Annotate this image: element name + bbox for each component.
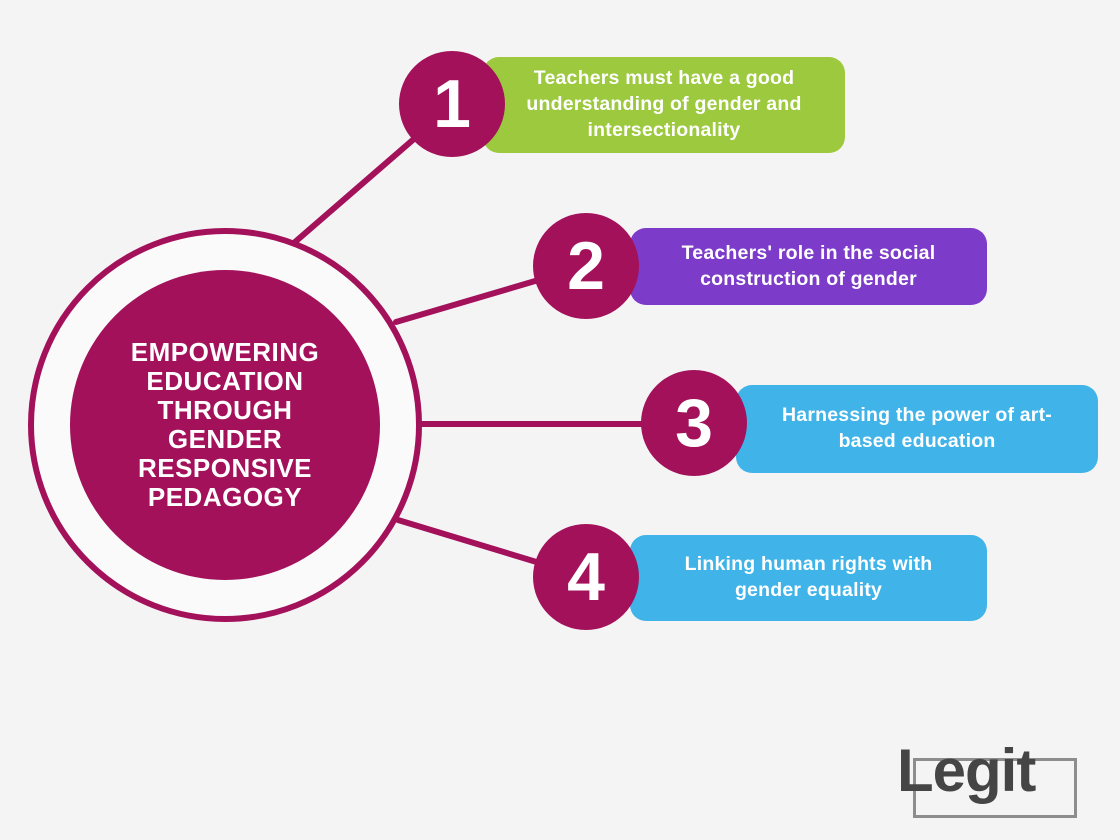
central-title: EMPOWERING EDUCATION THROUGH GENDER RESP… (130, 336, 320, 513)
legit-logo-box (913, 758, 1077, 818)
item-2-bar: Teachers' role in the social constructio… (630, 228, 987, 305)
item-4-bar: Linking human rights with gender equalit… (630, 535, 987, 621)
item-4-number: 4 (567, 539, 605, 615)
item-3-number-badge: 3 (641, 370, 747, 476)
item-2-number-badge: 2 (533, 213, 639, 319)
item-1-label: Teachers must have a good understanding … (526, 67, 802, 141)
central-title-line: THROUGH (157, 394, 293, 425)
item-4-number-badge: 4 (533, 524, 639, 630)
item-2-number: 2 (567, 228, 605, 304)
central-title-line: GENDER (167, 424, 283, 454)
central-circle: EMPOWERING EDUCATION THROUGH GENDER RESP… (70, 270, 380, 580)
item-1-number: 1 (433, 66, 471, 142)
item-3-label: Harnessing the power of art-based educat… (782, 404, 1052, 452)
item-3-number: 3 (675, 385, 713, 461)
item-1-bar: Teachers must have a good understanding … (483, 57, 845, 153)
central-title-line: EMPOWERING (130, 336, 320, 367)
legit-logo: Legit (895, 737, 1095, 828)
central-title-line: EDUCATION (146, 365, 304, 396)
item-4-label: Linking human rights with gender equalit… (684, 553, 933, 601)
item-2-label: Teachers' role in the social constructio… (681, 241, 936, 290)
central-title-line: RESPONSIVE (137, 453, 313, 484)
legit-logo-text: Legit (897, 737, 1036, 804)
item-3-bar: Harnessing the power of art-based educat… (736, 385, 1098, 473)
central-title-line: PEDAGOGY (147, 482, 303, 513)
item-1-number-badge: 1 (399, 51, 505, 157)
